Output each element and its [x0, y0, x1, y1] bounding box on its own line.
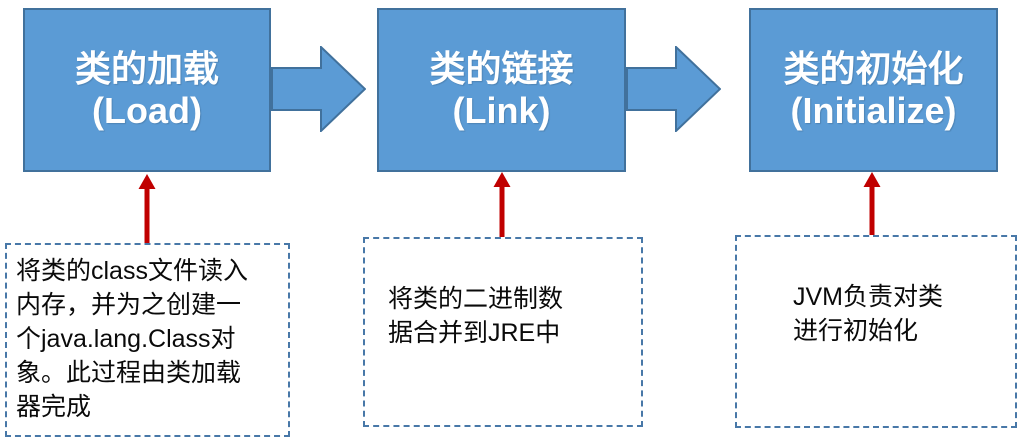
description-box-load: 将类的class文件读入 内存，并为之创建一 个java.lang.Class对…: [5, 243, 290, 437]
description-line: 将类的class文件读入: [16, 257, 248, 285]
flow-arrow-link-to-initialize-icon: [626, 46, 721, 132]
description-line: 个java.lang.Class对: [16, 325, 236, 353]
description-line: 将类的二进制数: [388, 285, 564, 313]
stage-title-en: (Initialize): [790, 90, 957, 131]
up-arrow-load-icon: [138, 174, 156, 243]
stage-title-cn: 类的链接: [429, 48, 574, 89]
description-line: JVM负责对类: [793, 283, 944, 311]
description-box-link: 将类的二进制数 据合并到JRE中: [363, 237, 643, 427]
stage-box-load: 类的加载 (Load): [23, 8, 271, 172]
stage-box-link: 类的链接 (Link): [377, 8, 626, 172]
flow-arrow-load-to-link-icon: [271, 46, 366, 132]
description-line: 进行初始化: [793, 317, 919, 345]
description-line: 内存，并为之创建一: [16, 291, 242, 319]
stage-title-en: (Load): [92, 90, 202, 131]
up-arrow-initialize-icon: [863, 172, 881, 235]
description-line: 象。此过程由类加载: [16, 359, 242, 387]
up-arrow-link-icon: [493, 172, 511, 237]
description-line: 器完成: [16, 393, 92, 421]
stage-box-initialize: 类的初始化 (Initialize): [749, 8, 998, 172]
stage-title-cn: 类的初始化: [783, 48, 964, 89]
stage-title-cn: 类的加载: [74, 48, 219, 89]
description-line: 据合并到JRE中: [388, 319, 561, 347]
description-box-initialize: JVM负责对类 进行初始化: [735, 235, 1017, 428]
stage-title-en: (Link): [452, 90, 551, 131]
